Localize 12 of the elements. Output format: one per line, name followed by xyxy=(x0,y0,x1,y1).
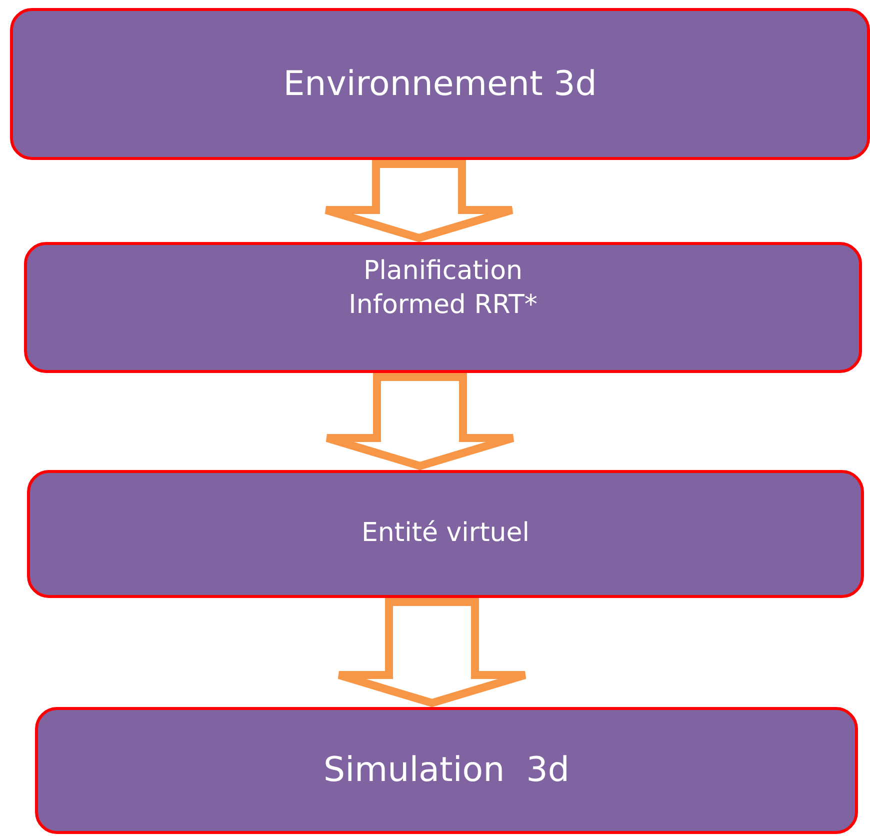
block-arrow xyxy=(335,598,529,708)
box-label: Environnement 3d xyxy=(283,62,597,106)
process-box xyxy=(24,242,862,373)
box-label: Informed RRT* xyxy=(348,288,538,322)
box-label: Simulation 3d xyxy=(324,749,570,792)
box-label: Entité virtuel xyxy=(362,517,530,550)
box-label: Planification xyxy=(364,255,522,288)
block-arrow xyxy=(323,373,517,470)
process-box xyxy=(35,707,858,834)
block-arrow xyxy=(322,160,516,242)
process-box xyxy=(27,470,864,598)
process-box xyxy=(10,8,870,160)
